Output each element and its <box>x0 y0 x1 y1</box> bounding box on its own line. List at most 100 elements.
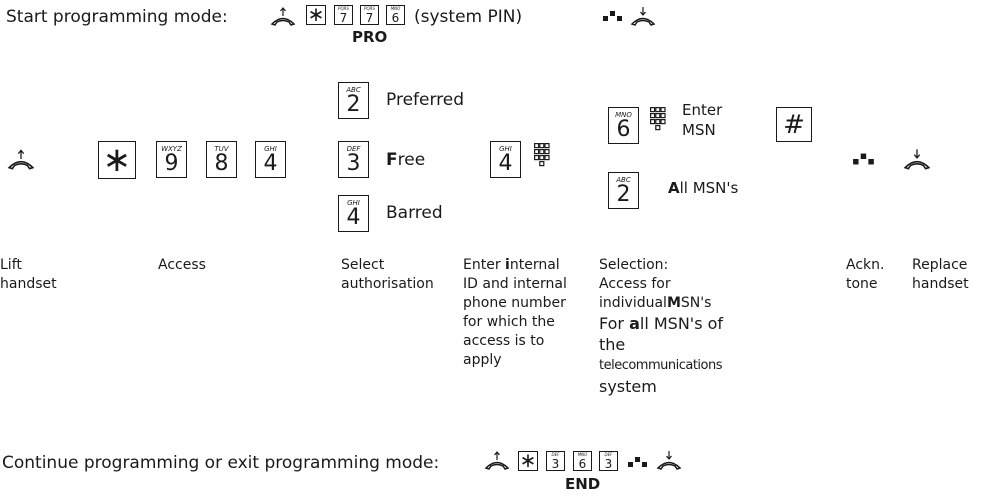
key-4: GHI 4 <box>490 141 521 178</box>
option-free-initial: F <box>386 150 398 170</box>
hash-key-symbol: # <box>783 110 805 140</box>
key-2: ABC 2 <box>608 172 639 209</box>
desc-line: handset <box>0 276 57 292</box>
desc-line: for which the <box>463 314 555 330</box>
key-4-letters: GHI <box>264 145 277 153</box>
desc-text: individual <box>599 295 667 311</box>
pro-code-label: PRO <box>352 28 388 46</box>
key-2-digit: 2 <box>616 182 631 207</box>
key-4-letters: GHI <box>347 199 360 207</box>
handset-replace-icon <box>630 5 656 27</box>
key-2: ABC 2 <box>338 82 369 119</box>
key-4-letters: GHI <box>499 145 512 153</box>
acknowledgement-tone-icon <box>602 10 624 22</box>
desc-line: Access for <box>599 276 671 292</box>
key-7: PQRS 7 <box>334 5 353 25</box>
key-6-letters: MNO <box>577 452 588 457</box>
key-2-letters: ABC <box>346 86 361 94</box>
desc-bold-letter: i <box>505 257 510 273</box>
key-6: MNO 6 <box>386 5 405 25</box>
key-8: TUV 8 <box>206 141 237 178</box>
desc-line: Lift <box>0 257 22 273</box>
desc-line: system <box>599 377 657 396</box>
desc-line: tone <box>846 276 878 292</box>
desc-line: Select <box>341 257 385 273</box>
option-preferred: Preferred <box>386 90 465 110</box>
key-6: MNO 6 <box>573 451 592 471</box>
acknowledgement-tone-icon <box>627 456 649 468</box>
desc-line: Replace <box>912 257 968 273</box>
key-4: GHI 4 <box>255 141 286 178</box>
desc-bold-letter: a <box>629 314 640 333</box>
star-key-symbol: ∗ <box>307 2 325 26</box>
key-9: WXYZ 9 <box>156 141 187 178</box>
key-7-letters: PQRS <box>364 6 375 11</box>
desc-enter-internal-id: Enter internal ID and internal phone num… <box>463 256 567 370</box>
acknowledgement-tone-icon <box>852 152 876 166</box>
key-3-letters: DEF <box>346 145 361 153</box>
key-7: PQRS 7 <box>360 5 379 25</box>
desc-ackn-tone: Ackn. tone <box>846 256 884 294</box>
desc-selection: Selection: Access for individualMSN's Fo… <box>599 256 723 397</box>
option-enter-msn-line-1: Enter <box>682 101 723 119</box>
key-3-letters: DEF <box>551 452 560 457</box>
key-4-digit: 4 <box>263 151 278 176</box>
desc-line: access is to <box>463 333 545 349</box>
key-8-letters: TUV <box>214 145 229 153</box>
desc-line: Selection: <box>599 257 669 273</box>
desc-line: For all MSN's of <box>599 313 723 334</box>
key-6-letters: MNO <box>390 6 401 11</box>
desc-text: For <box>599 314 630 333</box>
key-7-letters: PQRS <box>338 6 349 11</box>
desc-lift-handset: Lift handset <box>0 256 57 294</box>
desc-line: Ackn. <box>846 257 885 273</box>
key-6-letters: MNO <box>615 111 632 119</box>
keypad-icon <box>650 107 666 133</box>
handset-replace-icon <box>656 449 682 471</box>
key-6-digit: 6 <box>616 117 631 142</box>
desc-line: telecommunications <box>599 358 723 373</box>
desc-line: handset <box>912 276 969 292</box>
key-6-digit: 6 <box>391 11 400 25</box>
desc-bold-letter: M <box>666 295 681 311</box>
key-7-digit: 7 <box>365 11 374 25</box>
option-all-msns: All MSN's <box>668 179 738 197</box>
key-3-letters: DEF <box>604 452 613 457</box>
handset-lift-icon <box>484 449 510 471</box>
end-code-label: END <box>565 475 601 493</box>
key-2-letters: ABC <box>616 176 631 184</box>
option-enter-msn-line-2: MSN <box>682 121 716 139</box>
star-key-symbol: ∗ <box>519 448 537 472</box>
key-3-digit: 3 <box>604 457 613 471</box>
key-3-digit: 3 <box>551 457 560 471</box>
star-key: ∗ <box>518 448 538 472</box>
key-9-digit: 9 <box>164 151 179 176</box>
keypad-icon <box>534 143 550 169</box>
key-6: MNO 6 <box>608 107 639 144</box>
handset-lift-icon <box>7 147 35 171</box>
key-8-digit: 8 <box>214 151 229 176</box>
desc-text: Enter <box>463 257 506 273</box>
desc-line: individualMSN's <box>599 294 723 313</box>
desc-access: Access <box>158 257 206 273</box>
system-pin-label: (system PIN) <box>414 7 523 27</box>
key-9-letters: WXYZ <box>161 145 182 153</box>
desc-text: nternal <box>509 257 560 273</box>
option-free: Free <box>386 150 425 170</box>
exit-mode-label: Continue programming or exit programming… <box>2 453 440 473</box>
desc-text: ll MSN's of <box>639 314 724 333</box>
desc-line: authorisation <box>341 276 434 292</box>
key-3: DEF 3 <box>546 451 565 471</box>
key-4: GHI 4 <box>338 195 369 232</box>
key-3: DEF 3 <box>599 451 618 471</box>
option-all-initial: A <box>668 179 680 197</box>
key-7-digit: 7 <box>339 11 348 25</box>
option-free-rest: ree <box>397 150 426 170</box>
desc-line: phone number <box>463 295 566 311</box>
star-key: ∗ <box>306 2 326 26</box>
key-4-digit: 4 <box>346 205 361 230</box>
star-key-symbol: ∗ <box>102 140 132 180</box>
desc-line: Enter internal <box>463 256 567 275</box>
star-key: ∗ <box>98 141 136 179</box>
key-6-digit: 6 <box>578 457 587 471</box>
